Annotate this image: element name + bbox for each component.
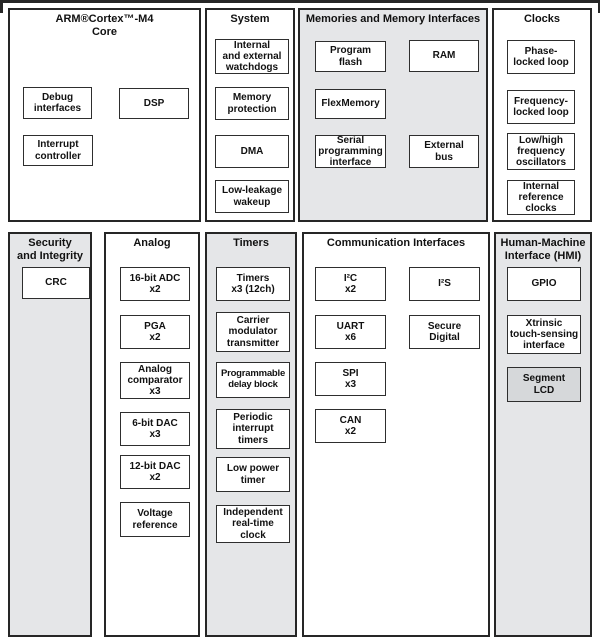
block-periodic-interrupt-timers: Periodic interrupt timers [216,409,290,449]
block-low-power-timer: Low power timer [216,457,290,492]
block-i2s: I²S [409,267,480,301]
block-secure-digital: Secure Digital [409,315,480,349]
top-frame-line [0,0,600,3]
block-debug-interfaces: Debug interfaces [23,87,92,119]
section-header-hmi: Human-Machine Interface (HMI) [500,237,586,262]
block-internal-reference-clocks: Internal reference clocks [507,180,575,215]
block-segment-lcd: Segment LCD [507,367,581,402]
section-memories: Memories and Memory Interfaces Program f… [298,8,488,222]
block-gpio: GPIO [507,267,581,301]
section-communication: Communication Interfaces I²C x2 I²S UART… [302,232,490,637]
block-voltage-reference: Voltage reference [120,502,190,537]
block-dma: DMA [215,135,289,168]
section-timers: Timers Timers x3 (12ch) Carrier modulato… [205,232,297,637]
section-header-system: System [230,13,270,25]
block-oscillators: Low/high frequency oscillators [507,133,575,170]
block-serial-programming-interface: Serial programming interface [315,135,386,168]
block-flexmemory: FlexMemory [315,89,386,119]
block-timers: Timers x3 (12ch) [216,267,290,301]
section-analog: Analog 16-bit ADC x2 PGA x2 Analog compa… [104,232,200,637]
block-spi: SPI x3 [315,362,386,396]
block-interrupt-controller: Interrupt controller [23,135,93,166]
top-frame-stub-right [597,0,600,13]
block-pga: PGA x2 [120,315,190,349]
block-uart: UART x6 [315,315,386,349]
section-header-analog: Analog [133,237,171,249]
block-independent-rtc: Independent real-time clock [216,505,290,543]
block-touch-sensing-interface: Xtrinsic touch-sensing interface [507,315,581,354]
block-phase-locked-loop: Phase- locked loop [507,40,575,74]
section-security: Security and Integrity CRC [8,232,92,637]
section-header-communication: Communication Interfaces [326,237,466,249]
block-program-flash: Program flash [315,41,386,72]
block-dsp: DSP [119,88,189,119]
block-can: CAN x2 [315,409,386,443]
block-carrier-modulator-transmitter: Carrier modulator transmitter [216,312,290,352]
top-frame-stub-left [0,0,3,13]
block-crc: CRC [22,267,90,299]
section-header-clocks: Clocks [523,13,561,25]
block-12bit-dac: 12-bit DAC x2 [120,455,190,489]
section-header-arm-core: ARM®Cortex™-M4 Core [55,13,154,38]
section-system: System Internal and external watchdogs M… [205,8,295,222]
block-programmable-delay-block: Programmable delay block [216,362,290,398]
block-i2c: I²C x2 [315,267,386,301]
section-header-memories: Memories and Memory Interfaces [305,13,481,25]
section-header-timers: Timers [233,237,269,249]
block-memory-protection: Memory protection [215,87,289,120]
section-clocks: Clocks Phase- locked loop Frequency- loc… [492,8,592,222]
block-frequency-locked-loop: Frequency- locked loop [507,90,575,124]
section-header-security: Security and Integrity [16,237,83,262]
block-watchdogs: Internal and external watchdogs [215,39,289,74]
block-analog-comparator: Analog comparator x3 [120,362,190,399]
section-hmi: Human-Machine Interface (HMI) GPIO Xtrin… [494,232,592,637]
block-external-bus: External bus [409,135,479,168]
block-low-leakage-wakeup: Low-leakage wakeup [215,180,289,213]
block-ram: RAM [409,40,479,72]
block-6bit-dac: 6-bit DAC x3 [120,412,190,446]
block-16bit-adc: 16-bit ADC x2 [120,267,190,301]
section-arm-core: ARM®Cortex™-M4 Core Debug interfaces DSP… [8,8,201,222]
